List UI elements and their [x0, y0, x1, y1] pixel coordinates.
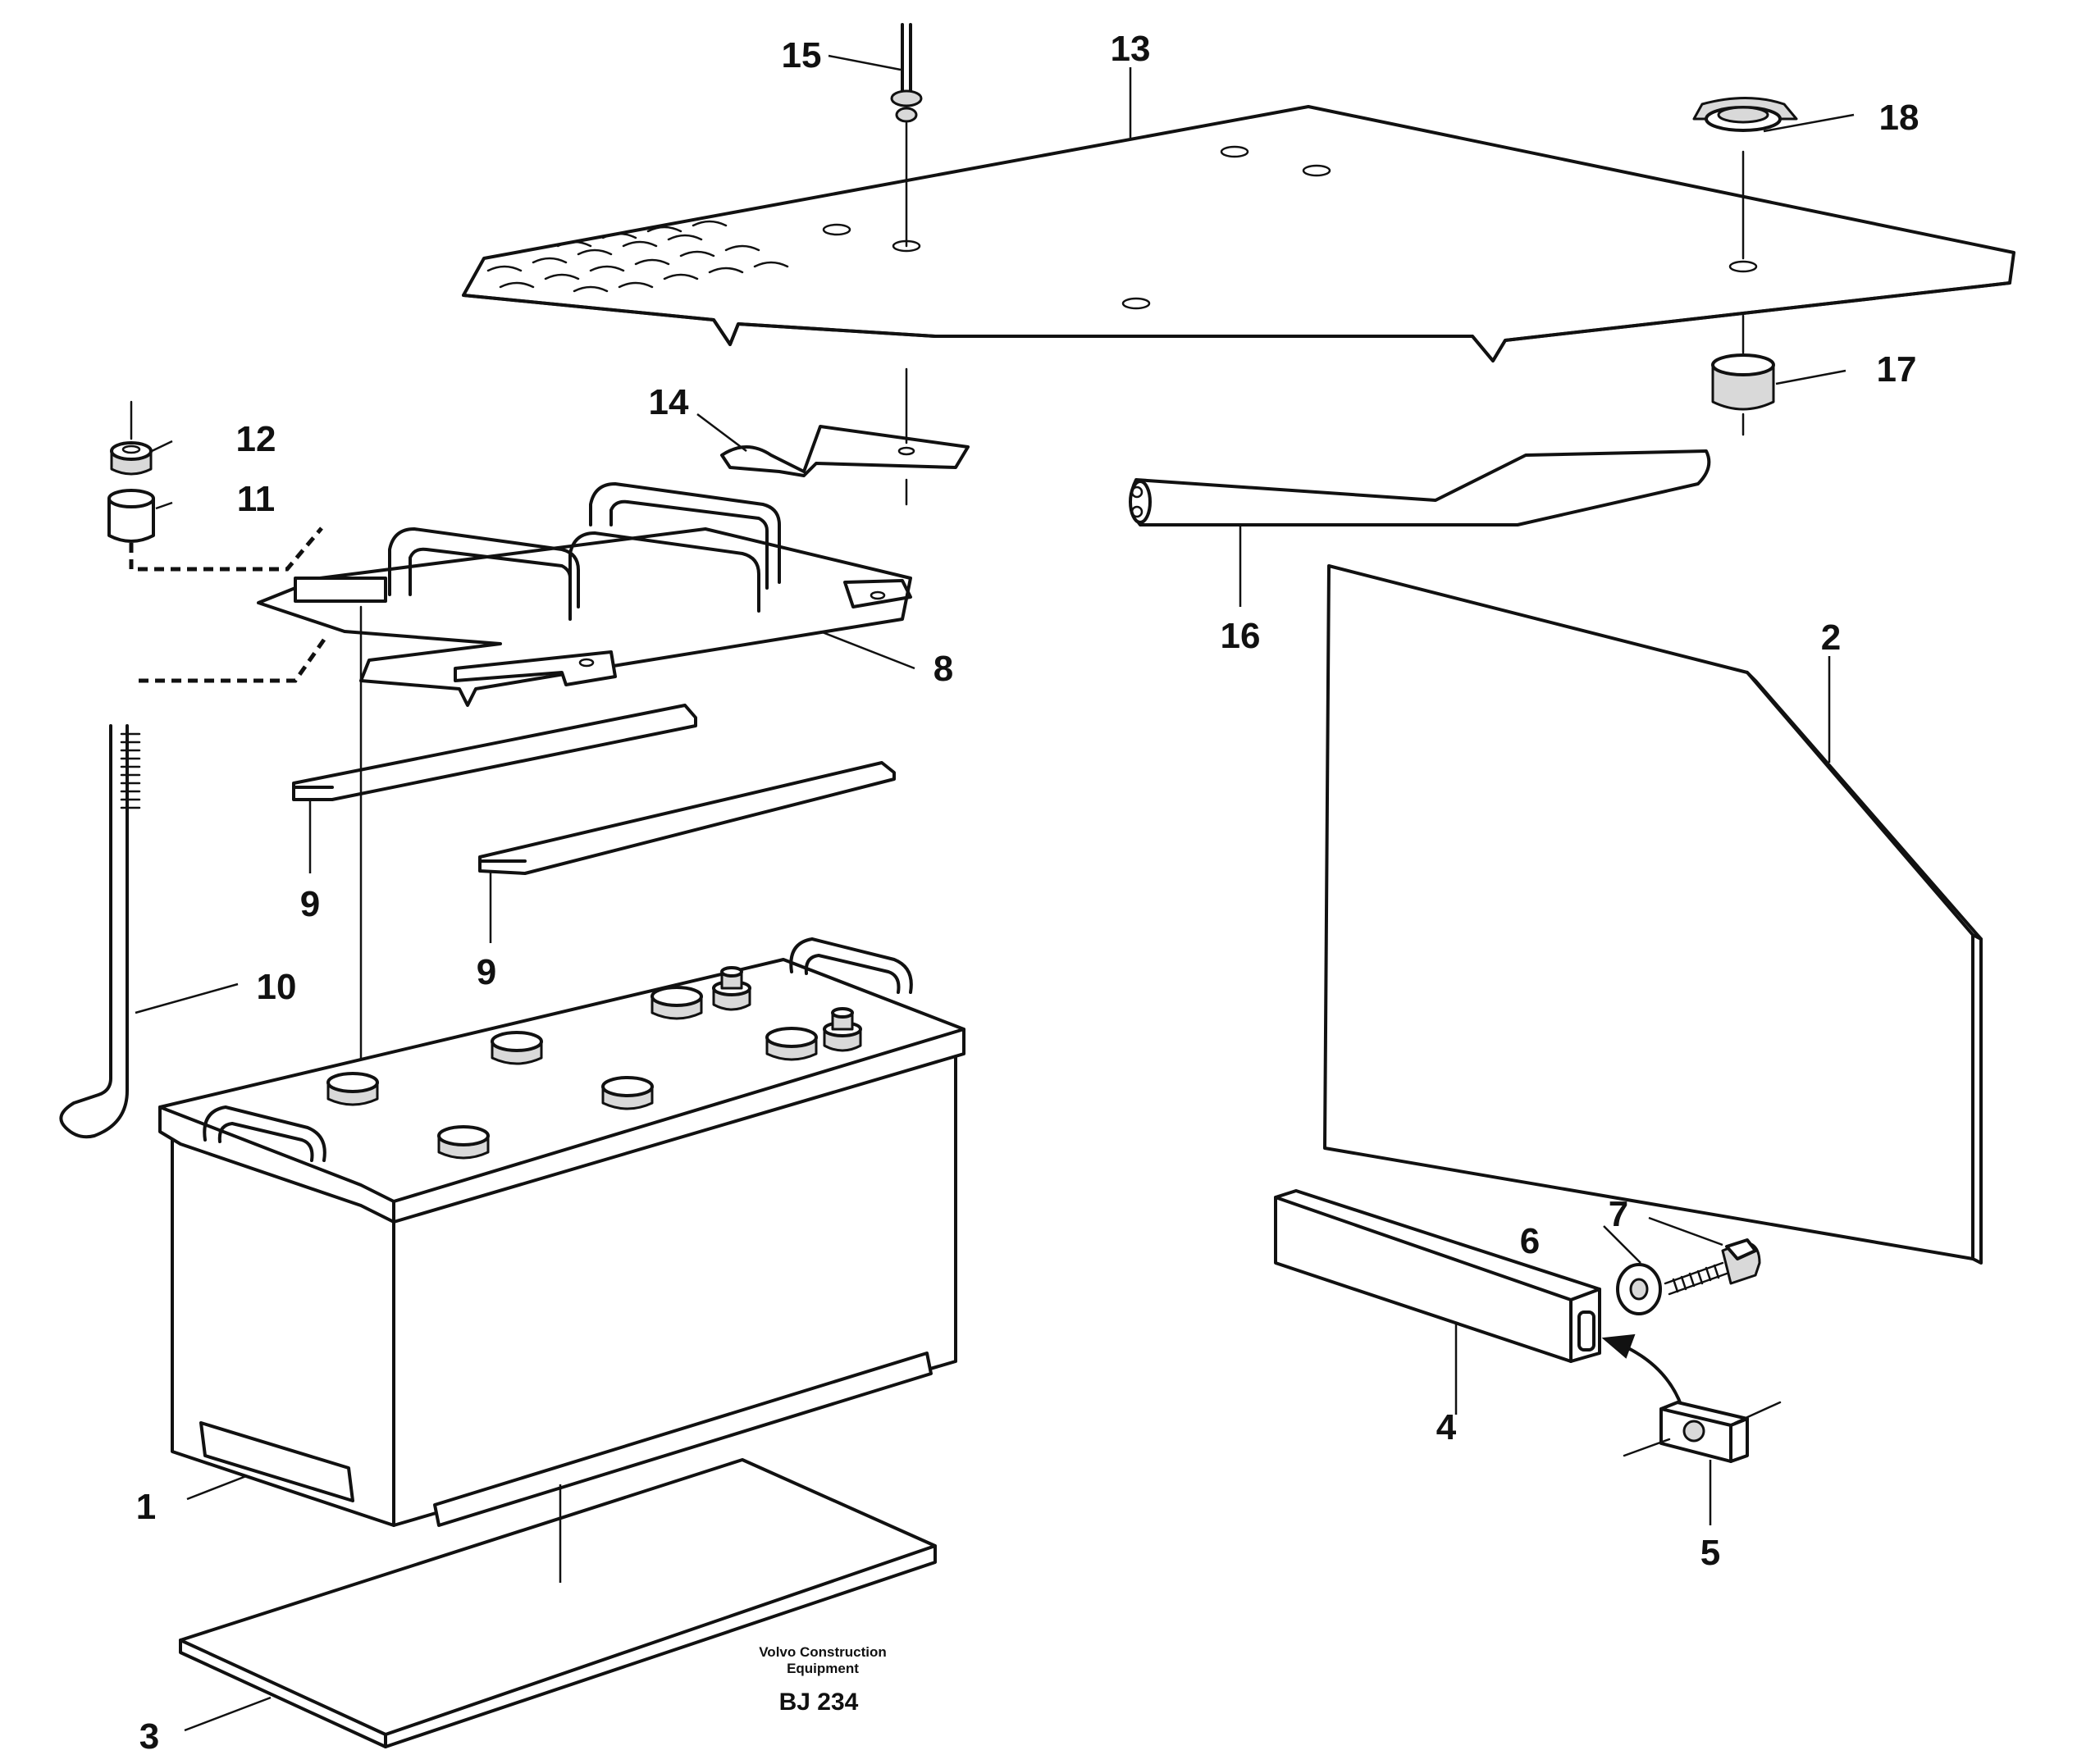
base-mat-3 [179, 1458, 937, 1748]
screw-7 [1664, 1238, 1761, 1296]
j-bolt-10 [59, 724, 141, 1139]
battery-1 [158, 937, 965, 1527]
caption-line2: Equipment [787, 1661, 859, 1676]
tread-pattern [486, 220, 789, 293]
strip-9a [292, 704, 697, 873]
bolt-15 [890, 23, 923, 248]
callout-10: 10 [257, 967, 297, 1007]
spacer-11 [107, 489, 155, 543]
battery-terminals [712, 966, 862, 1052]
caption-line1: Volvo Construction [759, 1644, 887, 1660]
callout-labels: 1 2 3 4 5 6 7 8 9 9 10 11 12 13 14 15 16… [136, 29, 1920, 1757]
dashed-connector-upper [129, 526, 323, 572]
callout-12: 12 [236, 419, 276, 459]
callout-13: 13 [1111, 29, 1151, 69]
callout-17: 17 [1877, 349, 1917, 390]
nut-12 [110, 400, 153, 476]
publisher-caption: Volvo Construction Equipment BJ 234 [759, 1644, 887, 1716]
leader-lines [135, 54, 1855, 1732]
washer-6 [1616, 1263, 1662, 1315]
bracket-14 [720, 367, 970, 506]
side-panel-2 [1323, 564, 1983, 1265]
caption-code: BJ 234 [779, 1689, 859, 1716]
dashed-connector-lower [135, 638, 326, 683]
callout-9a: 9 [300, 884, 320, 924]
callout-9b: 9 [477, 952, 496, 992]
callout-3: 3 [139, 1716, 159, 1757]
hold-down-frame-8 [257, 482, 912, 707]
callout-8: 8 [934, 649, 953, 689]
callout-15: 15 [782, 35, 822, 75]
callout-6: 6 [1520, 1221, 1540, 1261]
strip-9b [478, 761, 896, 943]
cover-plate-13 [462, 105, 2015, 362]
square-tube-4 [1274, 1189, 1601, 1363]
callout-7: 7 [1609, 1194, 1628, 1234]
edge-strip-16 [1129, 449, 1711, 607]
cell-caps [326, 986, 818, 1160]
callout-2: 2 [1821, 618, 1841, 658]
spacer-17 [1711, 314, 1775, 436]
callout-14: 14 [649, 382, 689, 422]
callout-16: 16 [1221, 616, 1261, 656]
nut-plate-5 [1623, 1401, 1782, 1463]
insertion-arrow [1601, 1333, 1683, 1408]
callout-18: 18 [1879, 98, 1920, 138]
callout-4: 4 [1436, 1407, 1457, 1447]
callout-11: 11 [237, 479, 276, 519]
callout-5: 5 [1700, 1533, 1720, 1573]
callout-1: 1 [136, 1487, 156, 1527]
fastener-18 [1692, 97, 1798, 260]
